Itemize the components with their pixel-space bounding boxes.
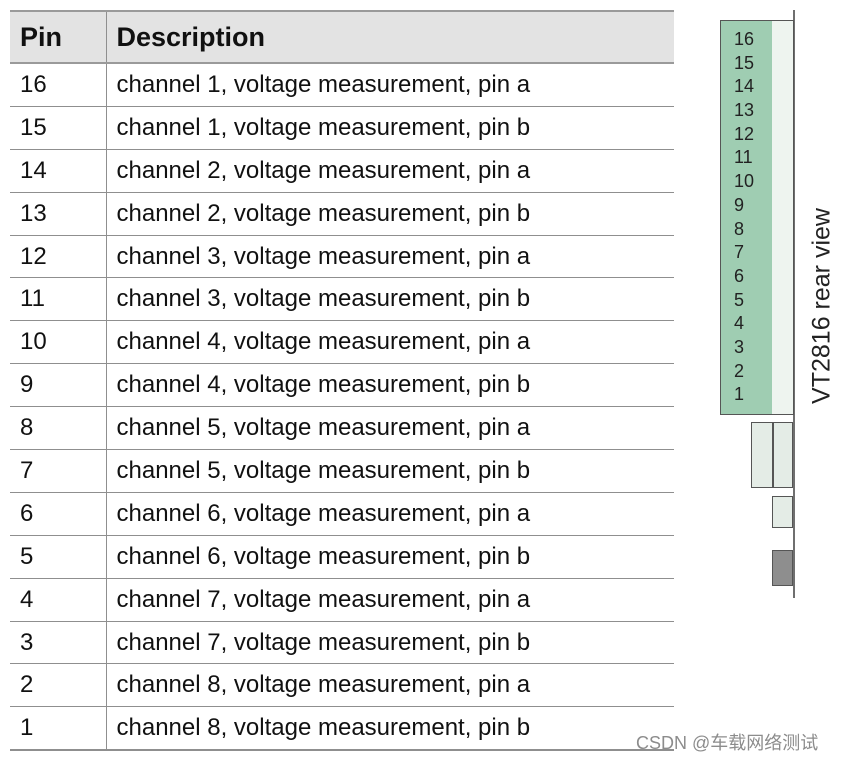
watermark: CSDN @车载网络测试 [636, 733, 819, 753]
pin-number-cell: 7 [10, 449, 107, 493]
pin-description-cell: channel 5, voltage measurement, pin a [106, 406, 674, 451]
pin-description-cell: channel 6, voltage measurement, pin b [106, 535, 674, 579]
rear-view-label: VT2816 rear view [807, 208, 836, 404]
connector-pin-number: 16 [734, 29, 755, 49]
pin-description-cell: channel 3, voltage measurement, pin a [106, 235, 674, 279]
housing-edge-line [793, 10, 795, 598]
pin-number-cell: 8 [10, 406, 107, 451]
pin-description-cell: channel 6, voltage measurement, pin a [106, 492, 674, 536]
pin-number-cell: 5 [10, 535, 107, 579]
pin-description-cell: channel 1, voltage measurement, pin a [106, 63, 674, 107]
pin-number-cell: 6 [10, 492, 107, 536]
pin-number-cell: 12 [10, 235, 107, 279]
connector-pin-number: 15 [734, 52, 755, 73]
header-pin: Pin [10, 10, 107, 64]
connector-pin-number: 6 [734, 265, 745, 286]
pin-number-cell: 9 [10, 363, 107, 408]
pin-number-cell: 11 [10, 277, 107, 322]
small-connector-block [772, 496, 793, 528]
connector-pin-number: 13 [734, 100, 755, 121]
connector-pin-number: 1 [734, 384, 745, 405]
pin-description-cell: channel 7, voltage measurement, pin b [106, 621, 674, 665]
header-description: Description [106, 10, 674, 64]
connector-pin-number: 14 [734, 76, 755, 97]
pin-number-cell: 1 [10, 706, 107, 752]
pin-number-cell: 15 [10, 106, 107, 150]
pin-description-cell: channel 8, voltage measurement, pin a [106, 663, 674, 708]
lower-connector-divider [772, 422, 774, 488]
connector-pin-number: 3 [734, 336, 745, 357]
pin-connector-block [720, 20, 774, 415]
pin-description-cell: channel 2, voltage measurement, pin a [106, 149, 674, 193]
connector-pin-number: 10 [734, 171, 755, 192]
pin-description-cell: channel 7, voltage measurement, pin a [106, 578, 674, 622]
pin-description-cell: channel 4, voltage measurement, pin a [106, 320, 674, 365]
pin-description-cell: channel 2, voltage measurement, pin b [106, 192, 674, 236]
pin-number-cell: 16 [10, 63, 107, 107]
pin-description-cell: channel 1, voltage measurement, pin b [106, 106, 674, 150]
pin-number-cell: 3 [10, 621, 107, 665]
connector-pin-number: 7 [734, 242, 745, 263]
pin-description-cell: channel 8, voltage measurement, pin b [106, 706, 674, 752]
dark-connector-block [772, 550, 793, 586]
connector-pin-number: 12 [734, 123, 755, 144]
connector-pin-number: 11 [734, 147, 753, 168]
connector-pin-number: 5 [734, 289, 745, 310]
pin-number-cell: 2 [10, 663, 107, 708]
connector-pin-number: 9 [734, 194, 745, 215]
pin-number-cell: 10 [10, 320, 107, 365]
table-header-row: Pin Description [10, 10, 674, 64]
pin-description-cell: channel 5, voltage measurement, pin b [106, 449, 674, 493]
pin-number-cell: 13 [10, 192, 107, 236]
connector-pin-number: 4 [734, 313, 745, 334]
connector-flange [772, 20, 794, 415]
pin-description-cell: channel 4, voltage measurement, pin b [106, 363, 674, 408]
connector-pin-number: 2 [734, 360, 745, 381]
connector-pin-number: 8 [734, 218, 745, 239]
pin-description-cell: channel 3, voltage measurement, pin b [106, 277, 674, 322]
pin-number-cell: 14 [10, 149, 107, 193]
pin-number-cell: 4 [10, 578, 107, 622]
